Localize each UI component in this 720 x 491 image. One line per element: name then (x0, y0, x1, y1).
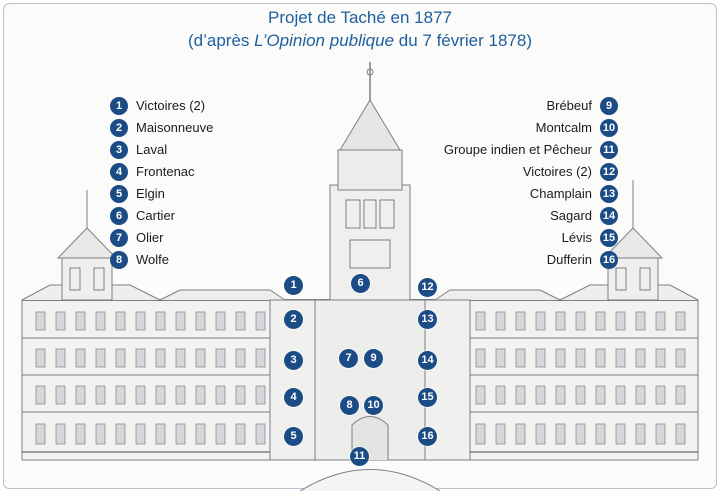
subtitle-suffix: du 7 février 1878) (394, 31, 532, 50)
number-badge: 15 (600, 229, 618, 247)
subtitle-prefix: (d’après (187, 31, 255, 50)
legend-label: Maisonneuve (136, 120, 214, 135)
legend-item: 14 Sagard (380, 207, 618, 225)
legend-label: Elgin (136, 186, 165, 201)
number-badge: 7 (110, 229, 128, 247)
number-badge: 1 (110, 97, 128, 115)
number-badge: 11 (600, 141, 618, 159)
legend-item: 13 Champlain (380, 185, 618, 203)
number-badge: 3 (110, 141, 128, 159)
legend-label: Frontenac (136, 164, 195, 179)
statue-marker-3: 3 (284, 351, 303, 370)
number-badge: 10 (600, 119, 618, 137)
statue-marker-12: 12 (418, 278, 437, 297)
legend-label: Victoires (2) (522, 164, 592, 179)
number-badge: 16 (600, 251, 618, 269)
legend-left: 1 Victoires (2) 2 Maisonneuve 3 Laval 4 Fron… (110, 97, 290, 277)
statue-marker-15: 15 (418, 388, 437, 407)
statue-marker-10: 10 (364, 396, 383, 415)
statue-marker-14: 14 (418, 351, 437, 370)
statue-marker-16: 16 (418, 427, 437, 446)
number-badge: 13 (600, 185, 618, 203)
legend-label: Brébeuf (546, 98, 592, 113)
legend-right: 9 Brébeuf 10 Montcalm 11 Groupe indien et P… (380, 97, 618, 277)
subtitle-publication: L’Opinion publique (254, 31, 395, 50)
figure-title: Projet de Taché en 1877 (268, 8, 452, 27)
number-badge: 2 (110, 119, 128, 137)
statue-marker-1: 1 (284, 276, 303, 295)
legend-label: Champlain (529, 186, 592, 201)
statue-marker-2: 2 (284, 310, 303, 329)
legend-label: Lévis (561, 230, 592, 245)
statue-marker-13: 13 (418, 310, 437, 329)
number-badge: 5 (110, 185, 128, 203)
legend-label: Cartier (136, 208, 176, 223)
legend-item: 9 Brébeuf (380, 97, 618, 115)
statue-marker-4: 4 (284, 388, 303, 407)
number-badge: 14 (600, 207, 618, 225)
legend-label: Sagard (550, 208, 592, 223)
number-badge: 8 (110, 251, 128, 269)
legend-item: 10 Montcalm (380, 119, 618, 137)
statue-marker-8: 8 (340, 396, 359, 415)
legend-item: 11 Groupe indien et Pêcheur (380, 141, 618, 159)
number-badge: 4 (110, 163, 128, 181)
statue-marker-6: 6 (351, 274, 370, 293)
legend-item: 16 Dufferin (380, 251, 618, 269)
number-badge: 6 (110, 207, 128, 225)
number-badge: 12 (600, 163, 618, 181)
statue-marker-9: 9 (364, 349, 383, 368)
legend-label: Victoires (2) (136, 98, 206, 113)
statue-marker-5: 5 (284, 427, 303, 446)
figure-subtitle: (d’après L’Opinion publique du 7 février… (0, 31, 720, 51)
number-badge: 9 (600, 97, 618, 115)
statue-marker-11: 11 (350, 447, 369, 466)
legend-label: Montcalm (535, 120, 592, 135)
statue-marker-7: 7 (339, 349, 358, 368)
legend-label: Olier (136, 230, 164, 245)
legend-item: 15 Lévis (380, 229, 618, 247)
legend-label: Groupe indien et Pêcheur (443, 142, 592, 157)
legend-label: Dufferin (546, 252, 592, 267)
legend-label: Laval (136, 142, 168, 157)
legend-item: 12 Victoires (2) (380, 163, 618, 181)
legend-label: Wolfe (136, 252, 169, 267)
